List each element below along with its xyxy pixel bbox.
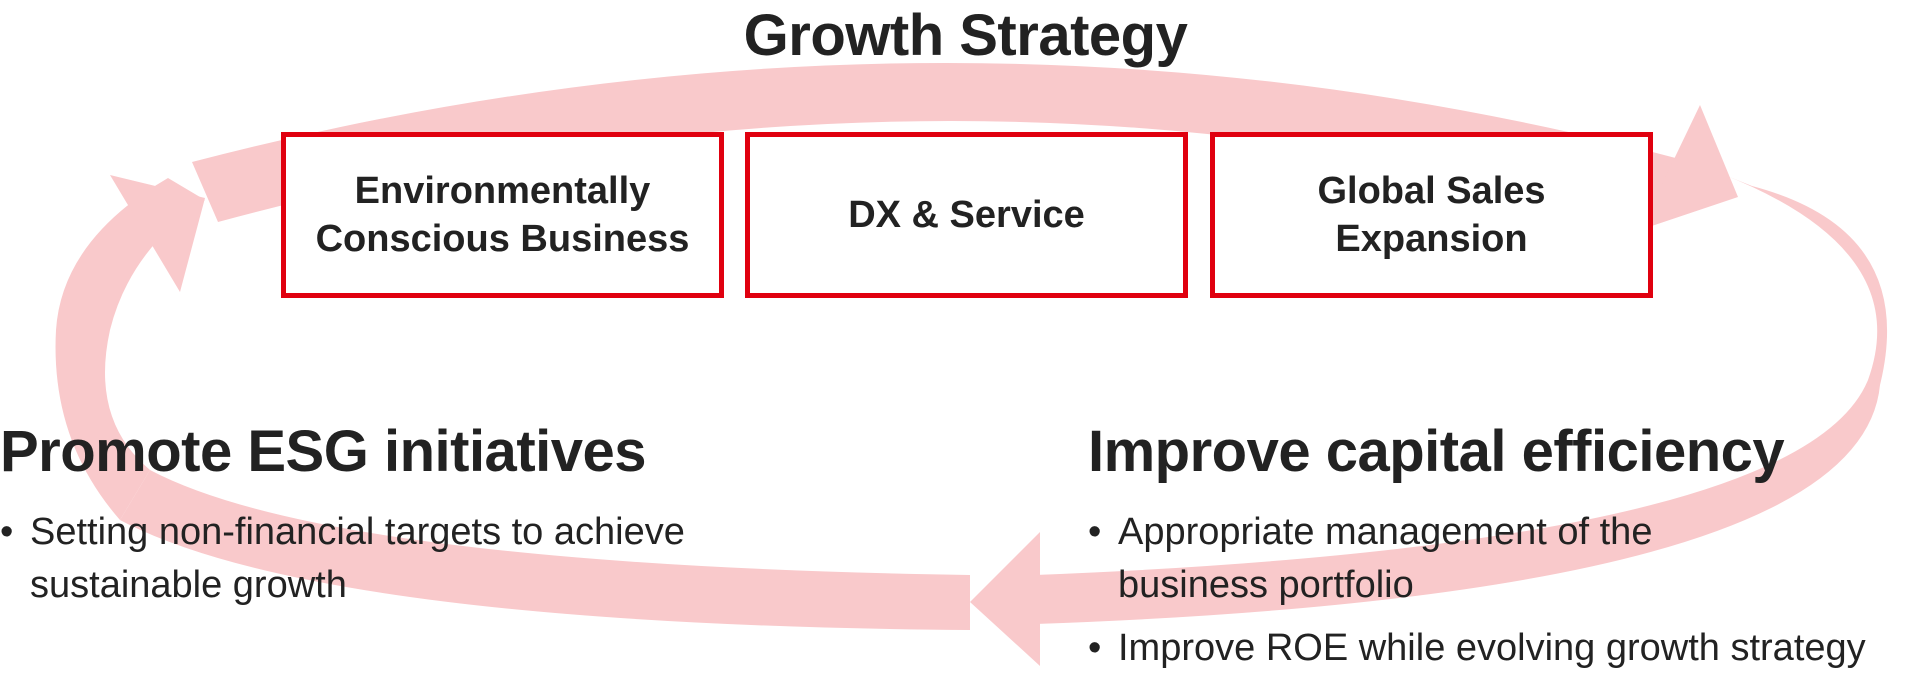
arrow-band-left [55,178,205,520]
pillar-label-dx-service: DX & Service [848,194,1085,236]
growth-strategy-title: Growth Strategy [743,3,1188,68]
bullet-dot: • [1088,627,1102,669]
pillar-box-global-sales: Global Sales Expansion [1210,132,1653,298]
capital-bullet-1: • Appropriate management of the business … [1088,506,1652,612]
arrowhead-left [110,175,205,292]
arrow-band-top [192,62,1720,222]
capital-bullet-1-text: Appropriate management of the business p… [1118,511,1653,606]
pillar-label-environment: Environmentally Conscious Business [315,170,690,260]
pillar-label-global-sales: Global Sales Expansion [1317,170,1546,260]
arrow-band-right [1035,174,1888,624]
arrow-band-bottom [120,470,970,630]
pillar-box-dx-service: DX & Service [745,132,1188,298]
capital-bullet-2: • Improve ROE while evolving growth strat… [1088,622,1866,675]
capital-bullet-2-text: Improve ROE while evolving growth strate… [1118,627,1866,669]
pillar-box-environment: Environmentally Conscious Business [281,132,724,298]
esg-bullet-text: Setting non-financial targets to achieve… [30,511,685,606]
arrowhead-bottom [970,532,1040,666]
arrowhead-top-right [1640,105,1738,230]
bullet-dot: • [1088,511,1102,553]
esg-heading: Promote ESG initiatives [0,419,647,484]
bullet-dot: • [0,511,14,553]
capital-heading: Improve capital efficiency [1088,419,1785,484]
esg-bullet: • Setting non-financial targets to achiev… [0,506,685,612]
